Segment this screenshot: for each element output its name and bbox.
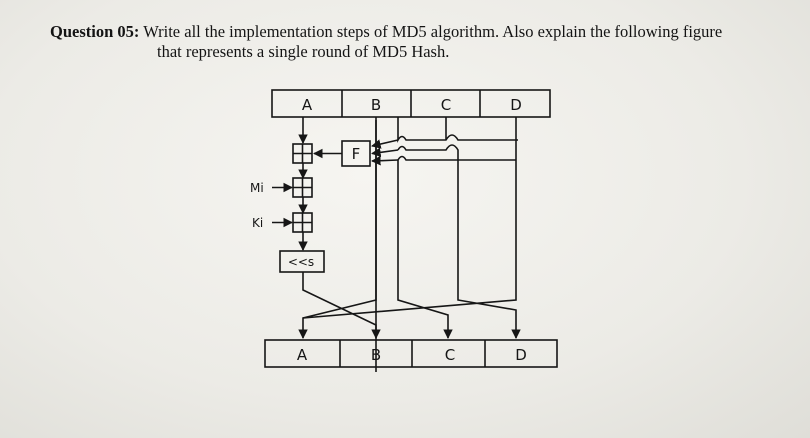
bottom-register-c: C — [445, 346, 455, 364]
bottom-register-a: A — [297, 346, 308, 364]
top-register-b: B — [371, 96, 381, 114]
adder-3 — [292, 212, 313, 233]
adder-1 — [292, 143, 313, 164]
question-block: Question 05: Write all the implementatio… — [50, 22, 800, 62]
function-f-label: F — [352, 145, 361, 163]
bottom-register-d: D — [515, 346, 527, 364]
constant-input-label: Ki — [252, 216, 263, 230]
rotate-shift-box — [279, 250, 325, 273]
bottom-register-b: B — [371, 346, 381, 364]
question-number: Question 05: — [50, 22, 140, 41]
top-register-d: D — [510, 96, 522, 114]
bottom-register-bar — [264, 339, 558, 368]
adder-2 — [292, 177, 313, 198]
question-text-line-1: Write all the implementation steps of MD… — [143, 22, 723, 41]
message-input-label: Mi — [250, 181, 264, 195]
shift-label: <<s — [288, 255, 314, 269]
top-register-c: C — [441, 96, 451, 114]
question-text-line-2: that represents a single round of MD5 Ha… — [157, 42, 450, 61]
top-register-a: A — [302, 96, 313, 114]
question-line-1: Question 05: Write all the implementatio… — [50, 22, 800, 42]
